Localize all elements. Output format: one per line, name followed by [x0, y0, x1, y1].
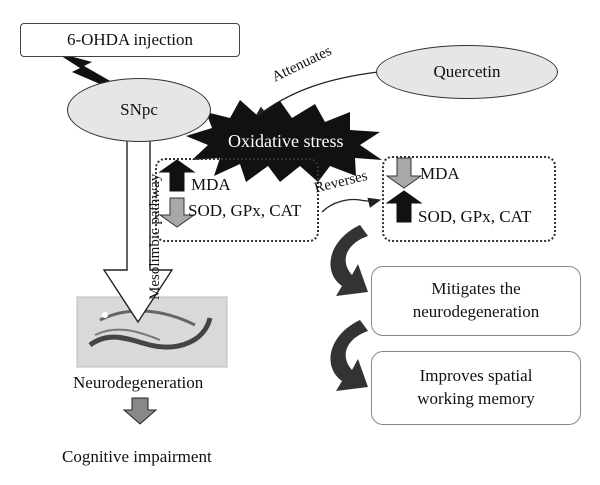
mitigates-box: Mitigates the neurodegeneration — [371, 266, 581, 336]
impairment-arrow — [122, 397, 158, 425]
left-marker-box — [155, 158, 319, 242]
oxidative-stress-label: Oxidative stress — [228, 131, 344, 151]
curved-arrow-2 — [330, 320, 368, 391]
mesolimbic-arrow — [102, 139, 174, 324]
reverses-arrow — [321, 197, 382, 213]
attenuates-arrow — [253, 71, 379, 119]
snpc-label: SNpc — [120, 100, 158, 119]
mda-down-arrow-icon — [385, 157, 423, 189]
quercetin-label: Quercetin — [433, 62, 501, 81]
mda-up-arrow-icon — [158, 159, 196, 192]
oxidative-stress-burst — [186, 100, 382, 182]
improves-box: Improves spatial working memory — [371, 351, 581, 425]
snpc-node: SNpc — [67, 78, 211, 142]
injection-box: 6-OHDA injection — [20, 23, 240, 57]
quercetin-node: Quercetin — [376, 45, 558, 99]
antioxidant-up-arrow-icon — [385, 190, 423, 223]
right-antioxidants-label: SOD, GPx, CAT — [418, 207, 532, 226]
improves-label: Improves spatial working memory — [417, 366, 535, 408]
right-mda-label: MDA — [420, 164, 460, 183]
injection-label: 6-OHDA injection — [66, 30, 194, 49]
curved-arrow-1 — [330, 225, 368, 296]
lightning-bolt-icon — [55, 52, 112, 84]
neurodegeneration-label: Neurodegeneration — [73, 373, 204, 392]
mitigates-label: Mitigates the neurodegeneration — [412, 279, 540, 321]
cognitive-impairment-label: Cognitive impairment — [62, 447, 212, 466]
left-mda-label: MDA — [191, 175, 231, 194]
right-marker-box — [382, 156, 556, 242]
antioxidant-down-arrow-icon — [158, 197, 196, 228]
hippocampus-image — [76, 296, 228, 368]
left-antioxidants-label: SOD, GPx, CAT — [188, 201, 302, 220]
